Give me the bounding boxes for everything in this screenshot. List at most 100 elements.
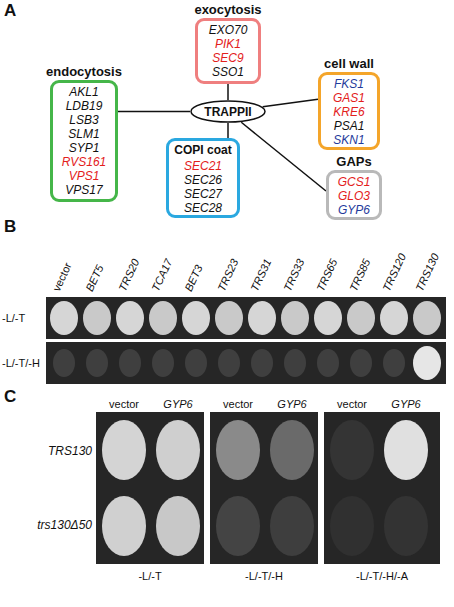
category-heading: endocytosis	[46, 64, 122, 79]
yeast-patch	[215, 301, 243, 335]
yeast-patch	[149, 301, 177, 335]
yeast-patch	[218, 349, 240, 377]
yeast-patch	[50, 301, 78, 335]
yeast-patch	[248, 301, 276, 335]
gene-name: AKL1	[53, 85, 115, 99]
gene-name: PSA1	[321, 119, 377, 133]
gene-name: SEC26	[169, 173, 237, 187]
yeast-patch	[270, 496, 314, 556]
yeast-patch	[347, 301, 375, 335]
plate-strip	[46, 342, 446, 384]
gene-name: LSB3	[53, 113, 115, 127]
gene-name: GLO3	[329, 189, 379, 203]
yeast-patch	[270, 420, 314, 480]
column-label: TRS85	[347, 257, 372, 293]
column-label: TRS23	[215, 257, 240, 293]
category-heading: exocytosis	[194, 2, 261, 17]
column-label: TRS31	[248, 257, 273, 293]
yeast-patch	[83, 301, 111, 335]
panel-letter: A	[4, 2, 16, 20]
column-label: TRS120	[380, 251, 408, 293]
column-label: vector	[337, 398, 367, 410]
yeast-patch	[251, 349, 273, 377]
gene-name: VPS17	[53, 183, 115, 197]
plate-strip	[46, 297, 446, 339]
column-label: vector	[50, 261, 74, 293]
category-box: endocytosisAKL1LDB19LSB3SLM1SYP1RVS161VP…	[50, 80, 118, 202]
yeast-patch	[413, 346, 441, 380]
category-box: cell wallFKS1GAS1KRE6PSA1SKN1	[318, 72, 380, 150]
connector-line	[227, 84, 229, 100]
yeast-patch	[116, 301, 144, 335]
plate-panel	[96, 412, 204, 564]
yeast-patch	[119, 349, 141, 377]
gene-name: SEC21	[169, 159, 237, 173]
column-label: BET3	[182, 263, 205, 293]
column-label: TRS20	[116, 257, 141, 293]
medium-label: -L/-T/-H	[2, 357, 40, 369]
yeast-patch	[317, 349, 339, 377]
column-label: BET5	[83, 263, 106, 293]
gene-name: KRE6	[321, 105, 377, 119]
column-label: TRS130	[413, 251, 441, 293]
gene-name: GCS1	[329, 175, 379, 189]
column-label: TCA17	[149, 257, 174, 293]
complex-name: TRAPPII	[190, 100, 266, 123]
yeast-patch	[216, 496, 260, 556]
category-heading: GAPs	[336, 154, 371, 169]
yeast-patch	[182, 301, 210, 335]
yeast-patch	[330, 420, 374, 480]
connector-line	[263, 99, 318, 106]
column-label: GYP6	[277, 398, 306, 410]
yeast-patch	[413, 301, 441, 335]
yeast-patch	[350, 349, 372, 377]
yeast-patch	[314, 301, 342, 335]
yeast-patch	[384, 496, 428, 556]
category-heading: COPI coat	[169, 143, 237, 158]
category-box: COPI coatSEC21SEC26SEC27SEC28	[166, 138, 240, 218]
gene-name: EXO70	[198, 23, 258, 37]
column-label: GYP6	[163, 398, 192, 410]
yeast-patch	[156, 496, 200, 556]
yeast-patch	[86, 349, 108, 377]
gene-name: SEC28	[169, 201, 237, 215]
connector-line	[227, 123, 229, 138]
yeast-patch	[330, 496, 374, 556]
plate-panel	[210, 412, 318, 564]
column-label: vector	[109, 398, 139, 410]
yeast-patch	[380, 301, 408, 335]
category-heading: cell wall	[324, 56, 374, 71]
gene-name: SEC27	[169, 187, 237, 201]
category-box: exocytosisEXO70PIK1SEC9SSO1	[195, 18, 261, 84]
gene-name: SSO1	[198, 65, 258, 79]
yeast-patch	[216, 420, 260, 480]
category-box: GAPsGCS1GLO3GYP6	[326, 170, 382, 220]
gene-name: SKN1	[321, 133, 377, 147]
yeast-patch	[284, 349, 306, 377]
column-label: TRS33	[281, 257, 306, 293]
complex-oval: TRAPPII	[190, 100, 266, 123]
connector-line	[241, 122, 326, 191]
yeast-patch	[53, 349, 75, 377]
strain-label: trs130Δ50	[37, 519, 92, 531]
medium-label: -L/-T/-H/-A	[356, 570, 408, 582]
yeast-patch	[152, 349, 174, 377]
oval-shape	[191, 101, 265, 122]
strain-label: TRS130	[48, 445, 92, 457]
medium-label: -L/-T	[2, 312, 25, 324]
yeast-patch	[156, 420, 200, 480]
column-label: vector	[223, 398, 253, 410]
panel-letter: C	[4, 388, 16, 406]
yeast-patch	[384, 420, 428, 480]
gene-name: SYP1	[53, 141, 115, 155]
column-label: GYP6	[391, 398, 420, 410]
yeast-patch	[102, 496, 146, 556]
medium-label: -L/-T	[138, 570, 161, 582]
column-label: TRS65	[314, 257, 339, 293]
gene-name: GYP6	[329, 203, 379, 217]
gene-name: RVS161	[53, 155, 115, 169]
gene-name: PIK1	[198, 37, 258, 51]
gene-name: SEC9	[198, 51, 258, 65]
gene-name: GAS1	[321, 91, 377, 105]
